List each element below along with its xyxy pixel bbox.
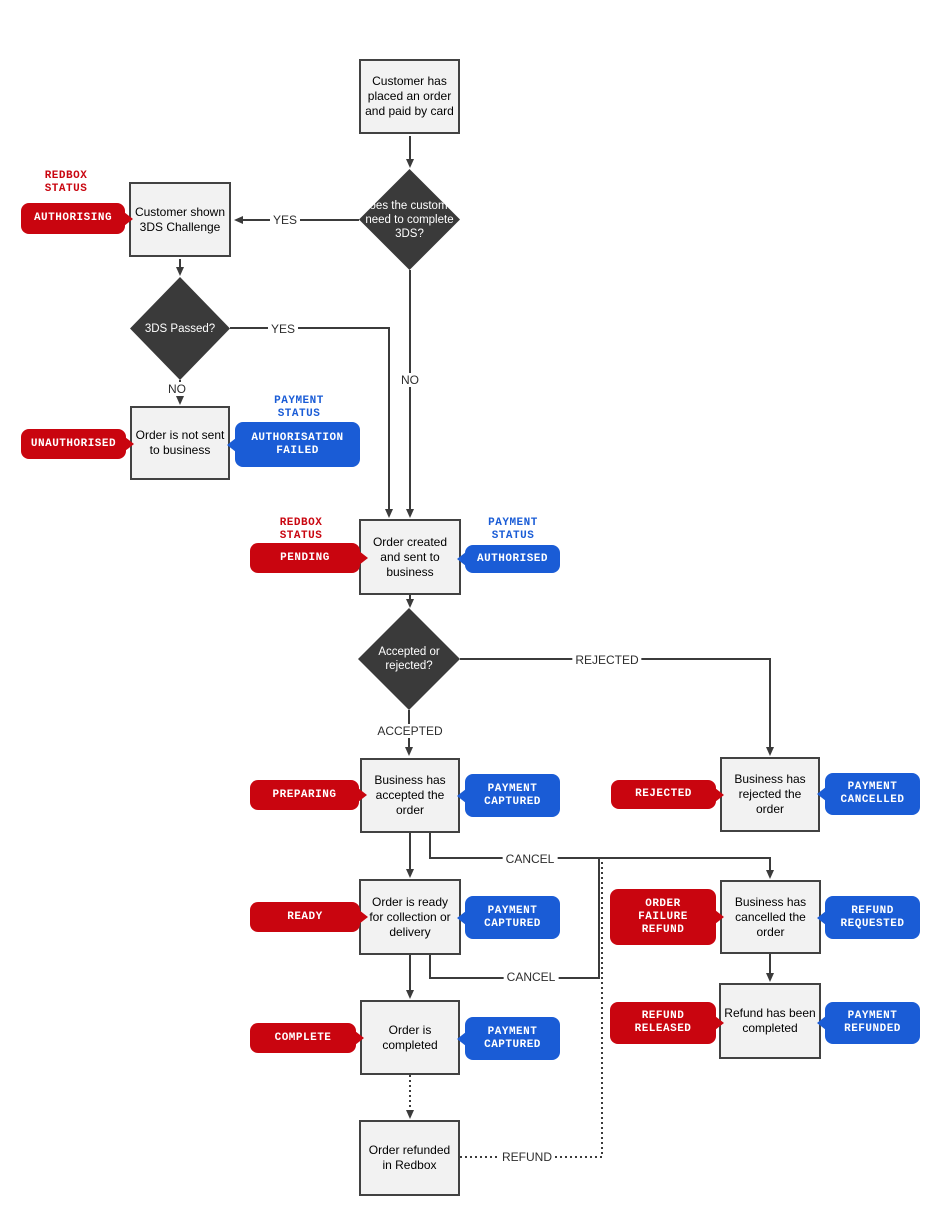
- badge-tip: [359, 551, 368, 565]
- heading-payment-status-2: PAYMENT STATUS: [488, 517, 538, 542]
- badge-tip: [715, 787, 724, 802]
- edge-label-yes-3ds: YES: [269, 213, 301, 227]
- badge-order-failure-refund: ORDER FAILURE REFUND: [610, 889, 724, 945]
- edge-label-cancel-1: CANCEL: [502, 852, 558, 866]
- node-label: Business has rejected the order: [734, 772, 806, 816]
- node-order-not-sent: Order is not sent to business: [130, 406, 230, 480]
- badge-tip: [359, 910, 368, 924]
- badge-complete: COMPLETE: [250, 1023, 364, 1053]
- node-label: Refund has been completed: [724, 1006, 816, 1035]
- badge-payment-cancelled: PAYMENT CANCELLED: [817, 773, 920, 815]
- edge-label-no-3ds: NO: [398, 373, 422, 387]
- badge-label: REFUND REQUESTED: [840, 904, 905, 930]
- heading-payment-status-1: PAYMENT STATUS: [274, 395, 324, 420]
- badge-tip: [817, 1016, 826, 1030]
- badge-label: PENDING: [280, 551, 330, 564]
- node-business-cancelled: Business has cancelled the order: [720, 880, 821, 954]
- badge-tip: [227, 437, 236, 452]
- node-label: Customer shown 3DS Challenge: [134, 204, 226, 234]
- badge-label: PAYMENT REFUNDED: [844, 1010, 901, 1035]
- badge-label: AUTHORISED: [476, 552, 548, 565]
- decision-need-3ds: Does the customer need to complete 3DS?: [359, 169, 460, 270]
- decision-label: Accepted or rejected?: [378, 646, 440, 672]
- node-order-refunded: Order refunded in Redbox: [359, 1120, 460, 1196]
- badge-tip: [457, 788, 466, 803]
- badge-pending: PENDING: [250, 543, 368, 573]
- edge-label-accepted: ACCEPTED: [374, 724, 446, 738]
- edge-label-no-passed: NO: [165, 382, 189, 396]
- decision-accepted-rejected: Accepted or rejected?: [358, 608, 460, 710]
- badge-payment-refunded: PAYMENT REFUNDED: [817, 1002, 920, 1044]
- heading-redbox-status-1: REDBOX STATUS: [44, 170, 88, 195]
- badge-refund-requested: REFUND REQUESTED: [817, 896, 920, 939]
- badge-label: AUTHORISATION FAILED: [251, 431, 344, 457]
- node-label: Order created and sent to business: [372, 534, 448, 579]
- badge-label: READY: [287, 910, 323, 923]
- heading-redbox-status-2: REDBOX STATUS: [279, 517, 323, 542]
- badge-tip: [817, 787, 826, 801]
- node-label: Order refunded in Redbox: [368, 1143, 451, 1172]
- node-label: Order is ready for collection or deliver…: [369, 894, 451, 939]
- badge-authorising: AUTHORISING: [21, 203, 133, 234]
- badge-label: PAYMENT CAPTURED: [484, 904, 541, 930]
- badge-label: PAYMENT CAPTURED: [484, 782, 541, 808]
- decision-label: 3DS Passed?: [144, 322, 216, 335]
- badge-tip: [124, 211, 133, 226]
- node-customer-placed-order: Customer has placed an order and paid by…: [359, 59, 460, 134]
- badge-payment-captured-1: PAYMENT CAPTURED: [457, 774, 560, 817]
- badge-label: COMPLETE: [274, 1031, 332, 1044]
- node-refund-completed: Refund has been completed: [719, 983, 821, 1059]
- badge-tip: [355, 1031, 364, 1045]
- node-business-accepted: Business has accepted the order: [360, 758, 460, 833]
- badge-tip: [358, 788, 367, 802]
- decision-3ds-passed: 3DS Passed?: [130, 277, 230, 380]
- badge-label: PAYMENT CAPTURED: [484, 1025, 541, 1051]
- badge-preparing: PREPARING: [250, 780, 367, 810]
- edge-label-refund: REFUND: [499, 1150, 555, 1164]
- badge-tip: [457, 552, 466, 566]
- node-customer-shown-3ds: Customer shown 3DS Challenge: [129, 182, 231, 257]
- badge-tip: [125, 437, 134, 451]
- badge-rejected: REJECTED: [611, 780, 724, 809]
- node-label: Customer has placed an order and paid by…: [365, 74, 454, 118]
- badge-refund-released: REFUND RELEASED: [610, 1002, 724, 1044]
- badge-unauthorised: UNAUTHORISED: [21, 429, 134, 459]
- badge-authorisation-failed: AUTHORISATION FAILED: [227, 422, 360, 467]
- node-label: Business has cancelled the order: [734, 894, 807, 939]
- badge-label: REFUND RELEASED: [634, 1010, 692, 1035]
- node-label: Order is completed: [382, 1022, 438, 1052]
- badge-tip: [715, 910, 724, 924]
- badge-tip: [457, 1031, 466, 1046]
- node-order-completed: Order is completed: [360, 1000, 460, 1075]
- badge-tip: [817, 910, 826, 925]
- badge-label: REJECTED: [635, 788, 692, 800]
- badge-label: PREPARING: [272, 788, 337, 801]
- badge-label: AUTHORISING: [33, 212, 113, 224]
- edge-label-yes-passed: YES: [267, 322, 299, 336]
- badge-label: UNAUTHORISED: [30, 437, 117, 450]
- node-label: Business has accepted the order: [374, 773, 446, 817]
- node-business-rejected: Business has rejected the order: [720, 757, 820, 832]
- badge-payment-captured-3: PAYMENT CAPTURED: [457, 1017, 560, 1060]
- badge-authorised: AUTHORISED: [457, 545, 560, 573]
- badge-tip: [457, 910, 466, 925]
- node-order-ready: Order is ready for collection or deliver…: [359, 879, 461, 955]
- badge-label: ORDER FAILURE REFUND: [638, 897, 688, 936]
- badge-ready: READY: [250, 902, 368, 932]
- node-order-created: Order created and sent to business: [359, 519, 461, 595]
- badge-payment-captured-2: PAYMENT CAPTURED: [457, 896, 560, 939]
- decision-label: Does the customer need to complete 3DS?: [361, 199, 458, 240]
- edge-label-cancel-2: CANCEL: [503, 970, 559, 984]
- badge-label: PAYMENT CANCELLED: [840, 781, 905, 806]
- badge-tip: [715, 1016, 724, 1030]
- edge-label-rejected: REJECTED: [572, 653, 642, 667]
- node-label: Order is not sent to business: [135, 428, 225, 457]
